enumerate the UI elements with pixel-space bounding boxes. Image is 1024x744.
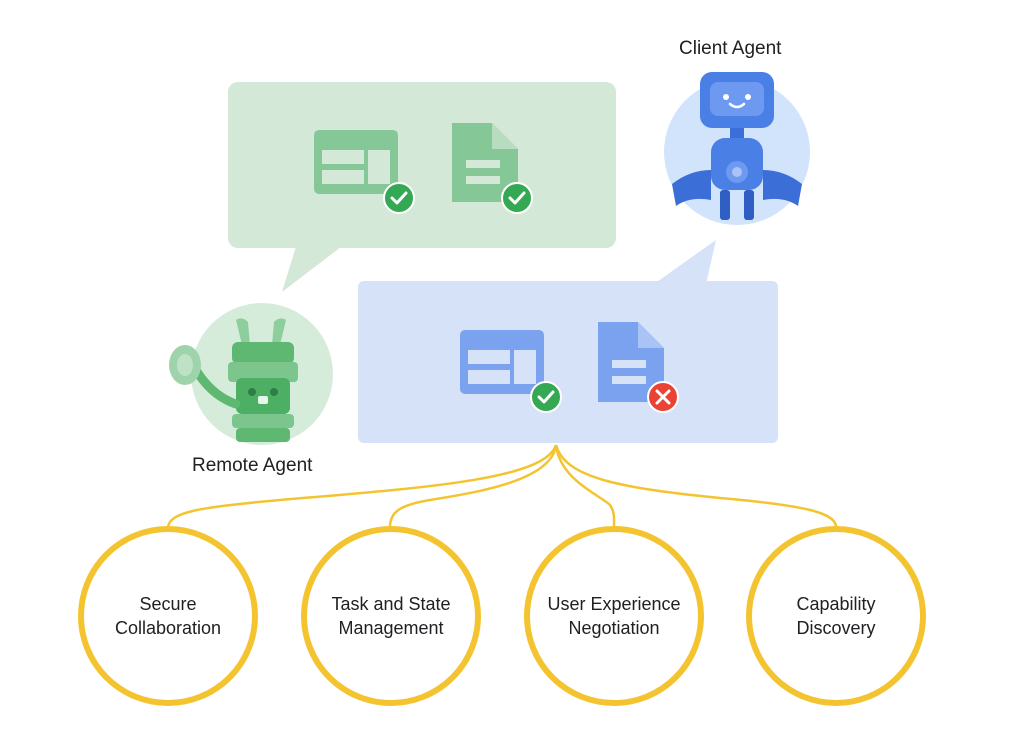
capability-label-line: Management — [338, 618, 444, 638]
error-icon — [647, 381, 679, 413]
capability-circle-capability-discovery — [746, 526, 926, 706]
capability-circle-secure-collaboration — [78, 526, 258, 706]
connector-lines — [166, 444, 838, 528]
capability-label: Task and State Management — [306, 592, 476, 640]
table-icon — [314, 130, 398, 194]
capability-label-line: Collaboration — [114, 618, 222, 638]
client-agent-label: Client Agent — [679, 38, 782, 59]
capability-circle-task-state — [301, 526, 481, 706]
robot-icon — [672, 72, 802, 220]
capability-label-line: Capability — [796, 594, 876, 614]
capability-label: Secure Collaboration — [83, 592, 253, 640]
document-icon — [452, 123, 518, 202]
capability-label-line: Secure — [139, 594, 197, 614]
check-icon — [530, 381, 562, 413]
capability-label-line: Negotiation — [568, 618, 660, 638]
connector-line — [166, 444, 558, 528]
table-icon — [460, 330, 544, 394]
capability-label-line: User Experience — [547, 594, 681, 614]
document-icon — [598, 322, 664, 402]
remote-agent-label: Remote Agent — [192, 455, 313, 476]
capability-circle-ux-negotiation — [524, 526, 704, 706]
capability-circles — [78, 526, 926, 706]
capability-label: User Experience Negotiation — [529, 592, 699, 640]
connector-line — [554, 444, 838, 528]
client-speech-bubble — [358, 240, 778, 443]
connector-line — [554, 444, 616, 528]
check-icon — [501, 182, 533, 214]
remote-speech-bubble — [228, 82, 616, 292]
remote-agent-avatar — [169, 303, 333, 445]
capability-label-line: Discovery — [796, 618, 876, 638]
capability-label-line: Task and State — [331, 594, 451, 614]
capability-label: Capability Discovery — [751, 592, 921, 640]
robot-icon — [169, 318, 298, 442]
client-agent-avatar — [664, 72, 810, 225]
check-icon — [383, 182, 415, 214]
connector-line — [388, 444, 558, 528]
